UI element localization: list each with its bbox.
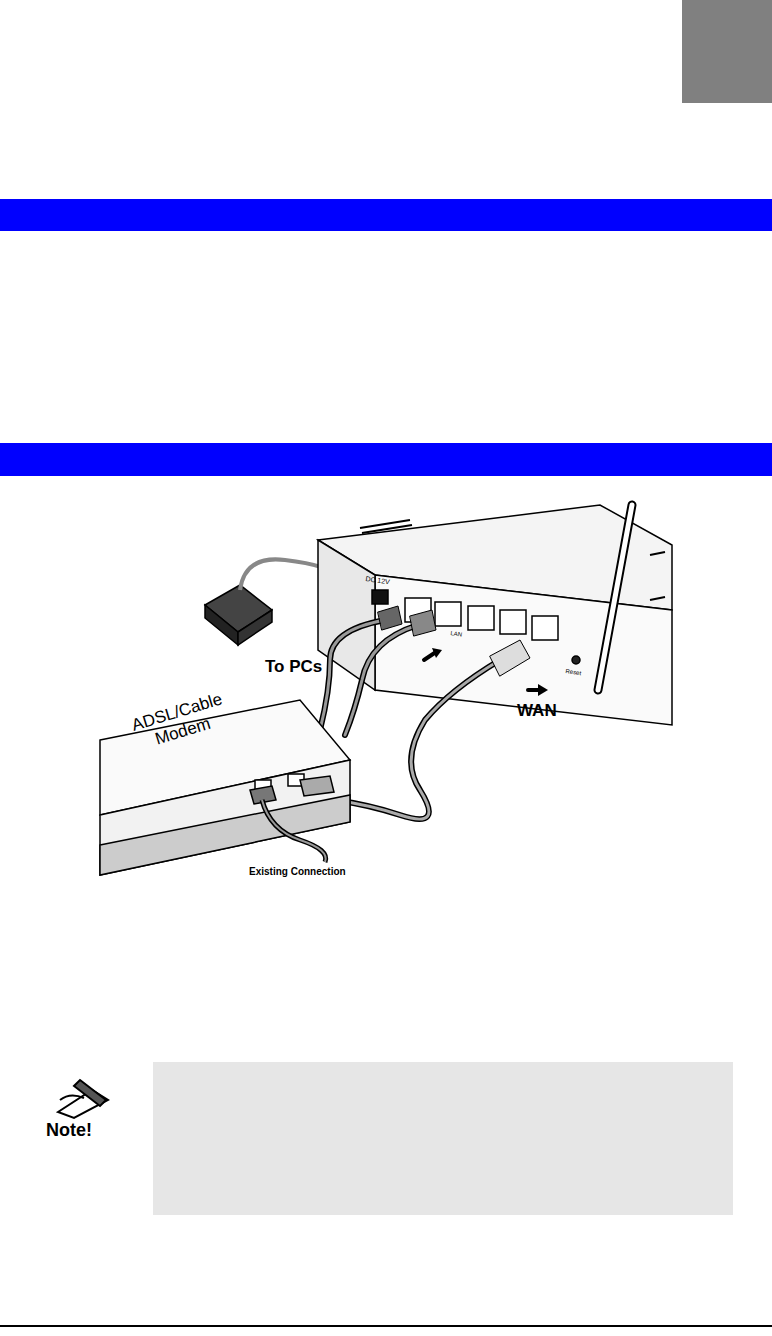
router [318,505,672,725]
port-label: WAN [517,702,557,721]
section-bar [0,199,772,231]
chapter-tab [682,0,772,103]
note-box [153,1062,733,1215]
footer-rule [0,1325,772,1327]
port-label: To PCs [265,658,322,677]
connector-label: LAN [450,630,462,638]
wan-cable [335,640,548,819]
cable-label: Existing Connection [247,866,348,877]
section-bar [0,443,772,476]
note-icon-label: Note! [46,1121,92,1141]
note-icon [58,1080,108,1118]
lan-cables [320,606,442,735]
